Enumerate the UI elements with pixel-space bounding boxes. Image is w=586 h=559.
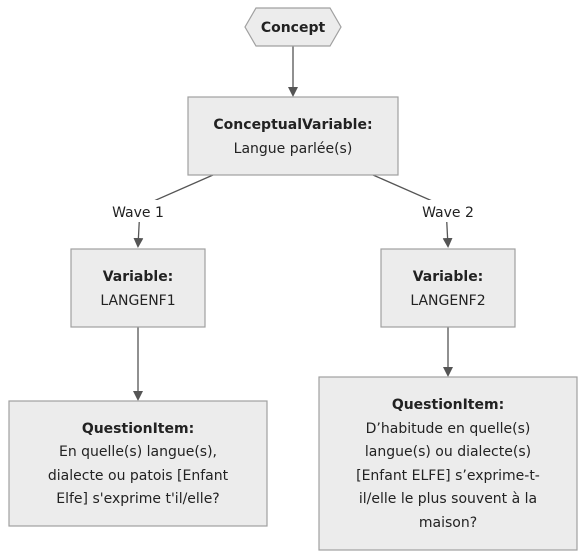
conceptual-variable-box xyxy=(187,96,399,176)
variable-2-box xyxy=(380,248,516,328)
question-item-2-box xyxy=(318,376,578,551)
question-item-1-line: Elfe] s'exprime t'il/elle? xyxy=(56,491,220,507)
question-item-1-box xyxy=(8,400,268,527)
concept-hexagon xyxy=(244,7,342,47)
concept-node[interactable]: Concept xyxy=(244,7,342,47)
question-item-2-line: [Enfant ELFE] s’exprime-t- xyxy=(356,468,540,484)
variable-1-text: LANGENF1 xyxy=(100,293,175,309)
question-item-1-title: QuestionItem: xyxy=(82,421,194,437)
question-item-2-line: maison? xyxy=(419,515,477,531)
edge-label-wave-1-text: Wave 1 xyxy=(112,205,164,221)
question-item-2-line: il/elle le plus souvent à la xyxy=(359,491,537,507)
question-item-2-line: D’habitude en quelle(s) xyxy=(366,421,531,437)
conceptual-variable-text: Langue parlée(s) xyxy=(234,141,353,157)
question-item-1-line: En quelle(s) langue(s), xyxy=(59,444,217,460)
question-item-2-title: QuestionItem: xyxy=(392,397,504,413)
variable-2-text: LANGENF2 xyxy=(410,293,485,309)
edge-label-wave-1: Wave 1 xyxy=(108,200,168,222)
edge-label-wave-2: Wave 2 xyxy=(418,200,478,222)
edge-label-wave-2-text: Wave 2 xyxy=(422,205,474,221)
question-item-2-node[interactable]: QuestionItem: D’habitude en quelle(s) la… xyxy=(318,376,578,551)
variable-1-node[interactable]: Variable: LANGENF1 xyxy=(70,248,206,328)
concept-title: Concept xyxy=(261,20,326,36)
variable-1-box xyxy=(70,248,206,328)
conceptual-variable-node[interactable]: ConceptualVariable: Langue parlée(s) xyxy=(187,96,399,176)
variable-2-node[interactable]: Variable: LANGENF2 xyxy=(380,248,516,328)
variable-1-title: Variable: xyxy=(103,269,174,285)
question-item-2-line: langue(s) ou dialecte(s) xyxy=(365,444,531,460)
question-item-1-line: dialecte ou patois [Enfant xyxy=(48,468,229,484)
question-item-1-node[interactable]: QuestionItem: En quelle(s) langue(s), di… xyxy=(8,400,268,527)
conceptual-variable-title: ConceptualVariable: xyxy=(213,117,372,133)
variable-2-title: Variable: xyxy=(413,269,484,285)
